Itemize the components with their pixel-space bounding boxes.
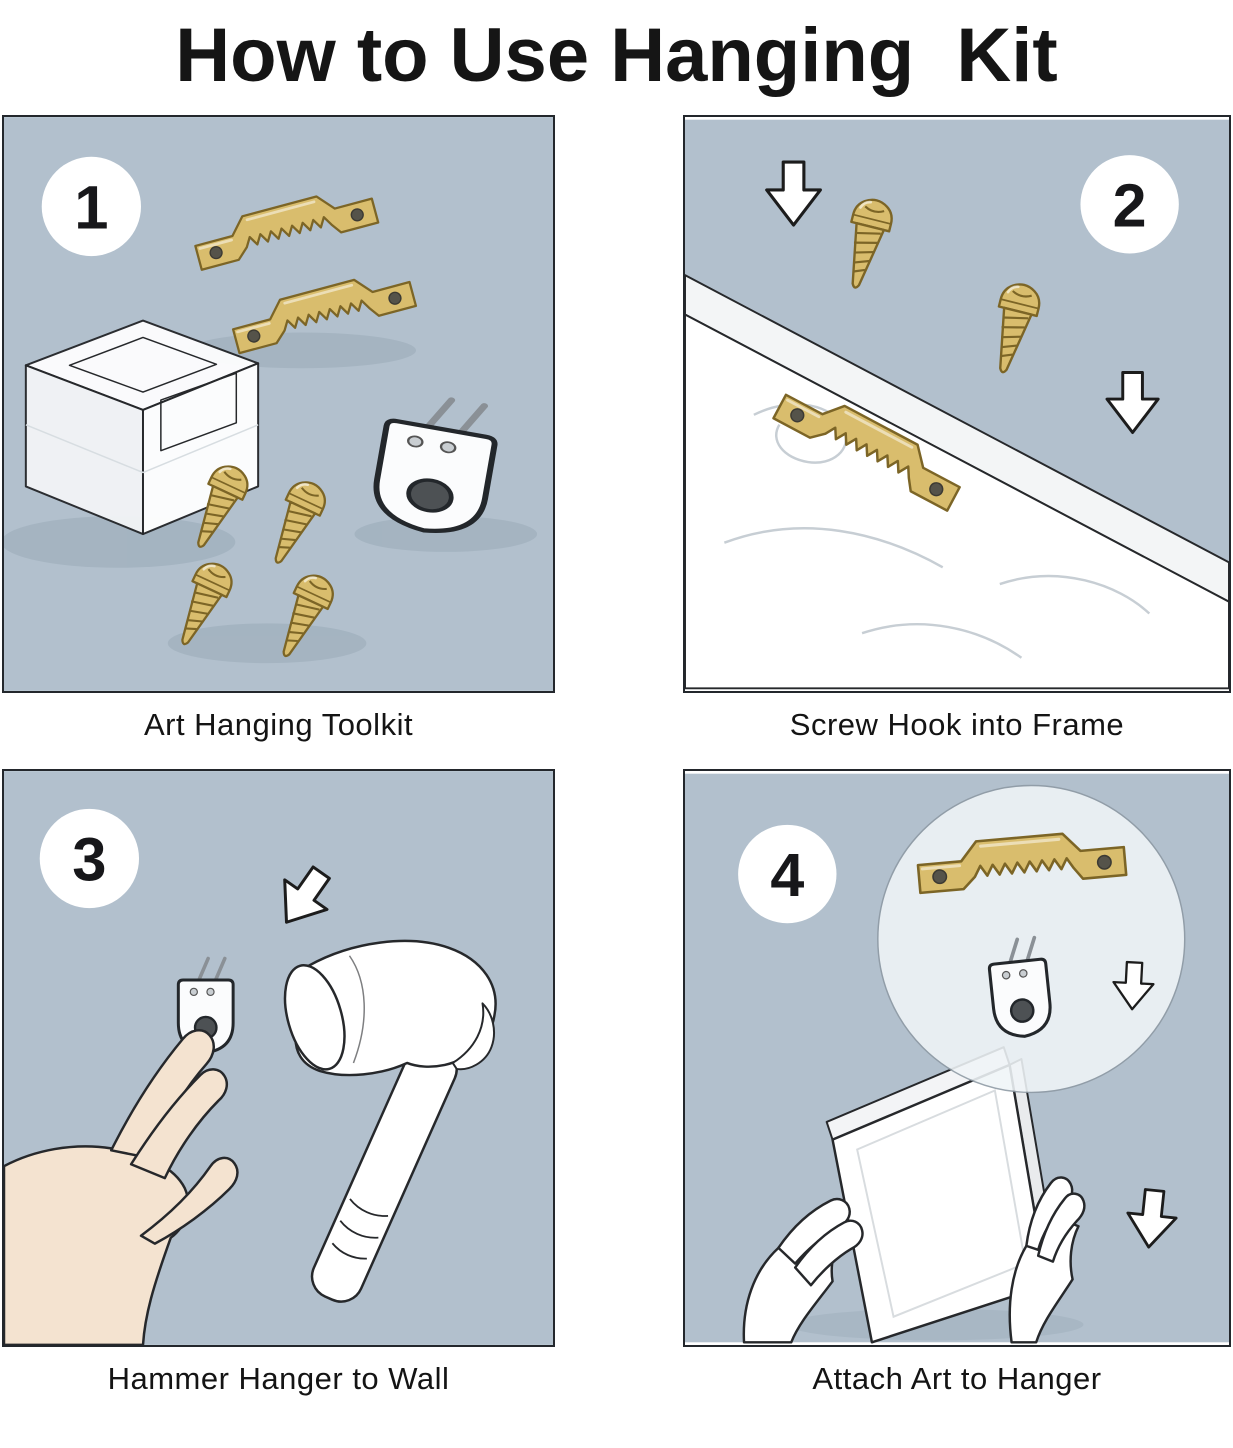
panel-2: 2 Screw Hook into Frame <box>683 115 1231 743</box>
magnifier-lens <box>877 784 1186 1094</box>
panel-2-frame: 2 <box>683 115 1231 693</box>
panel-caption: Hammer Hanger to Wall <box>107 1361 450 1396</box>
panel-2-illustration: 2 <box>685 119 1229 690</box>
panel-4: 4 Attach Art to Hanger <box>683 769 1231 1397</box>
panel-caption: Art Hanging Toolkit <box>143 707 414 742</box>
step-number: 3 <box>72 826 106 895</box>
panel-3-illustration: 3 <box>4 771 553 1345</box>
panel-4-illustration: 4 <box>685 773 1229 1344</box>
panel-4-frame: 4 <box>683 769 1231 1347</box>
panel-3: 3 Hammer Hanger to Wall <box>2 769 555 1397</box>
hammer <box>283 939 497 1303</box>
panel-grid: 1 Art Hanging Toolkit <box>0 115 1233 1397</box>
hand <box>4 1029 239 1345</box>
panel-3-frame: 3 <box>2 769 555 1347</box>
hammer-head <box>283 939 497 1077</box>
step-number: 2 <box>1113 171 1147 239</box>
step-number-badge: 4 <box>738 824 837 924</box>
panel-1: 1 Art Hanging Toolkit <box>2 115 555 743</box>
panel-1-illustration: 1 <box>4 117 553 691</box>
panel-caption: Screw Hook into Frame <box>789 707 1125 742</box>
panel-1-frame: 1 <box>2 115 555 693</box>
step-number-badge: 2 <box>1080 155 1179 254</box>
picture-frame-board <box>685 274 1229 690</box>
step-number: 4 <box>770 841 804 909</box>
step-number-badge: 3 <box>39 808 140 909</box>
left-hand <box>742 1197 864 1344</box>
step-number: 1 <box>74 174 108 243</box>
page-title: How to Use Hanging Kit <box>175 13 1058 98</box>
right-hand <box>1008 1176 1086 1344</box>
step-number-badge: 1 <box>41 156 142 257</box>
panel-caption: Attach Art to Hanger <box>812 1361 1102 1396</box>
